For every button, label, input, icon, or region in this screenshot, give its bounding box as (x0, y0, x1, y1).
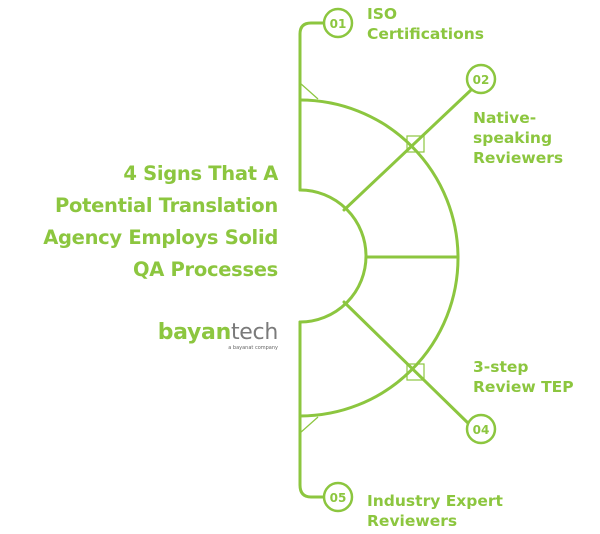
page-title: 4 Signs That A Potential Translation Age… (0, 158, 278, 286)
step-05-line-2: Reviewers (367, 512, 458, 530)
tick-top (299, 82, 319, 100)
logo-tagline: a bayanat company (228, 345, 278, 351)
spine-bottom (298, 320, 326, 499)
logo-wordmark: bayantech (157, 320, 279, 346)
step-number-04: 04 (473, 423, 490, 437)
step-01-line-2: Certifications (367, 25, 485, 43)
step-circle-01: 01 (322, 7, 354, 39)
hub-arc (298, 188, 368, 324)
step-circle-04: 04 (465, 413, 497, 445)
company-logo: bayantech a bayanat company (157, 320, 279, 351)
title-line-3: Agency Employs Solid (43, 226, 278, 249)
step-04-line-2: Review TEP (473, 378, 574, 396)
step-circle-05: 05 (322, 481, 354, 513)
step-number-02: 02 (473, 73, 490, 87)
step-05-line-1: Industry Expert (367, 492, 503, 510)
title-line-2: Potential Translation (54, 194, 278, 217)
step-02-line-2: speaking (473, 129, 553, 147)
logo-part-green: bayan (157, 320, 232, 345)
step-02-line-3: Reviewers (473, 149, 564, 167)
step-01-line-1: ISO (367, 5, 398, 23)
step-04-line-1: 3-step (473, 358, 529, 376)
step-02-line-1: Native- (473, 109, 537, 127)
step-label-05: Industry Expert Reviewers (367, 491, 503, 531)
tick-box-04 (406, 363, 425, 381)
step-label-02: Native- speaking Reviewers (473, 108, 563, 168)
step-number-05: 05 (330, 491, 347, 505)
title-line-1: 4 Signs That A (123, 162, 278, 185)
title-line-4: QA Processes (133, 258, 278, 281)
step-label-04: 3-step Review TEP (473, 357, 574, 397)
step-circle-02: 02 (465, 63, 497, 95)
logo-part-gray: tech (230, 320, 278, 345)
step-number-01: 01 (330, 17, 347, 31)
tick-box-02 (406, 135, 425, 153)
tick-bottom (299, 416, 319, 434)
spine-top (298, 21, 326, 192)
step-label-01: ISO Certifications (367, 4, 484, 44)
